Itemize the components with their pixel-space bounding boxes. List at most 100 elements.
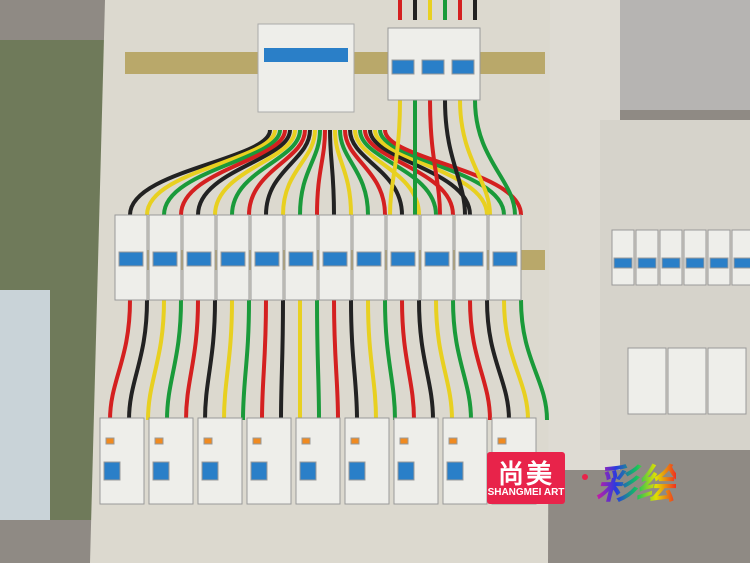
wire xyxy=(417,299,435,421)
wire xyxy=(264,129,312,216)
rcd-breaker xyxy=(442,417,488,505)
wire xyxy=(451,299,473,421)
breaker-lever xyxy=(733,257,750,269)
breaker-lever xyxy=(424,251,450,267)
breaker-lever xyxy=(220,251,246,267)
breaker-lever xyxy=(201,461,219,481)
wire xyxy=(343,129,387,216)
test-button xyxy=(399,437,409,445)
wire xyxy=(146,299,166,421)
wire xyxy=(383,299,397,421)
wire xyxy=(366,299,378,421)
main-breaker-lever xyxy=(264,48,348,62)
breaker-lever xyxy=(661,257,681,269)
wire xyxy=(241,299,251,421)
test-button xyxy=(252,437,262,445)
watermark-dot xyxy=(582,474,588,480)
breaker-lever xyxy=(492,251,518,267)
breaker-lever xyxy=(458,251,484,267)
breaker-lever xyxy=(637,257,657,269)
wire xyxy=(519,299,549,421)
wire xyxy=(315,299,321,421)
wire xyxy=(328,129,336,216)
wire xyxy=(315,129,327,216)
breaker-lever xyxy=(446,461,464,481)
wire xyxy=(458,99,492,216)
breaker-lever xyxy=(254,251,280,267)
breaker-lever xyxy=(322,251,348,267)
rcd-breaker xyxy=(148,417,194,505)
rcd-breaker xyxy=(393,417,439,505)
wire xyxy=(428,99,442,216)
rcd-breaker xyxy=(295,417,341,505)
test-button xyxy=(448,437,458,445)
breaker-lever xyxy=(397,461,415,481)
wire xyxy=(333,129,353,216)
wire xyxy=(247,129,307,216)
test-button xyxy=(203,437,213,445)
breaker-lever xyxy=(118,251,144,267)
wire xyxy=(473,99,517,216)
wire xyxy=(388,99,402,216)
wire xyxy=(108,299,132,421)
breaker-lever xyxy=(186,251,212,267)
wire xyxy=(485,299,511,421)
breaker-lever xyxy=(103,461,121,481)
test-button xyxy=(497,437,507,445)
breaker-lever xyxy=(299,461,317,481)
wires xyxy=(108,0,549,421)
plastic-sheet xyxy=(620,0,750,110)
bag-left xyxy=(0,290,50,520)
breaker-lever xyxy=(152,251,178,267)
wire xyxy=(279,299,285,421)
wire xyxy=(128,129,272,216)
breaker-lever xyxy=(685,257,705,269)
wire xyxy=(349,299,359,421)
breaker-lever xyxy=(391,59,415,75)
breaker-lever xyxy=(152,461,170,481)
test-button xyxy=(301,437,311,445)
wire xyxy=(162,129,282,216)
wire xyxy=(358,129,438,216)
wire xyxy=(213,129,297,216)
rcd-breaker xyxy=(344,417,390,505)
rcd-breaker xyxy=(246,417,292,505)
wire xyxy=(468,299,492,421)
wire xyxy=(400,299,416,421)
wire xyxy=(378,129,506,216)
wire xyxy=(363,129,455,216)
wire xyxy=(443,99,467,216)
watermark-tagline: 彩绘 xyxy=(596,452,676,510)
wire xyxy=(196,129,292,216)
wire xyxy=(434,299,454,421)
test-button xyxy=(105,437,115,445)
breaker-lever xyxy=(421,59,445,75)
breaker-lever xyxy=(709,257,729,269)
wire xyxy=(203,299,217,421)
wire xyxy=(298,129,322,216)
watermark-logo: 尚美 SHANGMEI ART xyxy=(487,452,565,504)
wire xyxy=(502,299,530,421)
wire xyxy=(373,129,489,216)
wire xyxy=(222,299,234,421)
wire xyxy=(260,299,268,421)
wire xyxy=(165,299,183,421)
breakers xyxy=(99,27,750,505)
breaker-lever xyxy=(451,59,475,75)
rcd-breaker xyxy=(99,417,145,505)
watermark-brand-cn: 尚美 xyxy=(497,459,554,489)
wire xyxy=(184,299,200,421)
rcd-breaker xyxy=(707,347,747,415)
wire xyxy=(332,299,340,421)
main-breaker xyxy=(257,23,355,113)
breaker-lever xyxy=(250,461,268,481)
rcd-breaker xyxy=(197,417,243,505)
wire xyxy=(338,129,370,216)
wire xyxy=(281,129,317,216)
rcd-breaker xyxy=(667,347,707,415)
breaker-lever xyxy=(390,251,416,267)
wire xyxy=(127,299,149,421)
breaker-lever xyxy=(613,257,633,269)
breaker-lever xyxy=(356,251,382,267)
